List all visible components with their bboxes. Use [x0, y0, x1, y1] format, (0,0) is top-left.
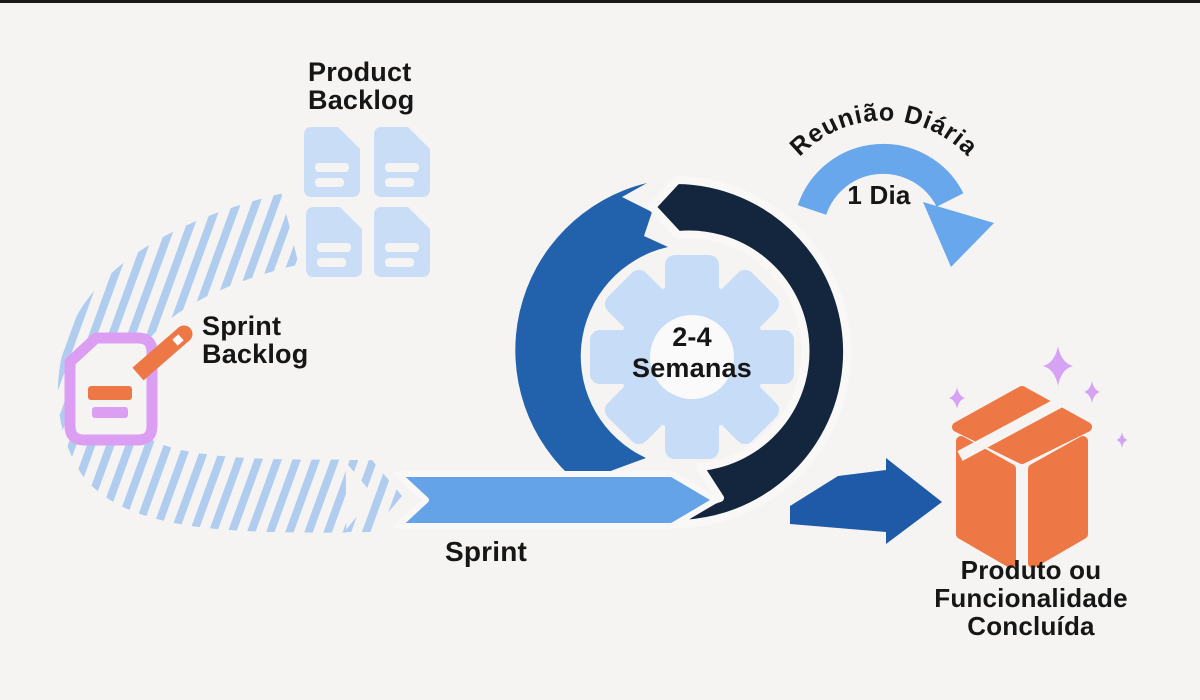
delivery-arrow-icon [790, 458, 942, 544]
outcome-line2: Funcionalidade [934, 583, 1128, 613]
daily-duration-label: 1 Dia [847, 180, 911, 210]
sprint-label: Sprint [444, 536, 528, 567]
document-icon [306, 207, 362, 277]
document-icon [304, 127, 360, 197]
sprint-duration-line2: Semanas [632, 353, 752, 383]
outcome-line3: Concluída [967, 611, 1095, 641]
sparkle-icon [1043, 346, 1073, 386]
pencil-icon [132, 325, 193, 381]
product-backlog-line2: Backlog [308, 85, 415, 115]
package-right-face [1028, 436, 1088, 568]
sprint-duration-label: 2-4 Semanas [592, 322, 792, 384]
top-border-line [0, 0, 1200, 3]
document-stack-icon [304, 127, 430, 277]
note-orange-line [88, 386, 132, 400]
sprint-backlog-label: Sprint Backlog [202, 312, 308, 368]
note-with-pencil-icon [64, 325, 193, 446]
note-purple-line [92, 407, 128, 418]
sparkle-icon [948, 387, 966, 409]
sprint-backlog-line2: Backlog [202, 339, 309, 369]
product-backlog-line1: Product [308, 57, 412, 87]
daily-loop-arrow-icon [797, 143, 994, 267]
document-icon [374, 207, 430, 277]
outcome-label: Produto ou Funcionalidade Concluída [891, 556, 1171, 640]
product-backlog-label: Product Backlog [308, 58, 414, 114]
scrum-loop-blue-arc [515, 183, 668, 483]
sprint-arrow-icon [395, 471, 719, 529]
sprint-backlog-line1: Sprint [202, 311, 282, 341]
gear-center [650, 315, 734, 399]
outcome-line1: Produto ou [960, 555, 1102, 585]
sprint-duration-line1: 2-4 [672, 322, 712, 352]
package-box-icon [952, 386, 1092, 568]
gear-icon [590, 255, 794, 459]
document-icon [374, 127, 430, 197]
sparkle-icon [1116, 432, 1128, 448]
sparkle-icon [1083, 381, 1101, 403]
package-left-face [956, 436, 1016, 568]
